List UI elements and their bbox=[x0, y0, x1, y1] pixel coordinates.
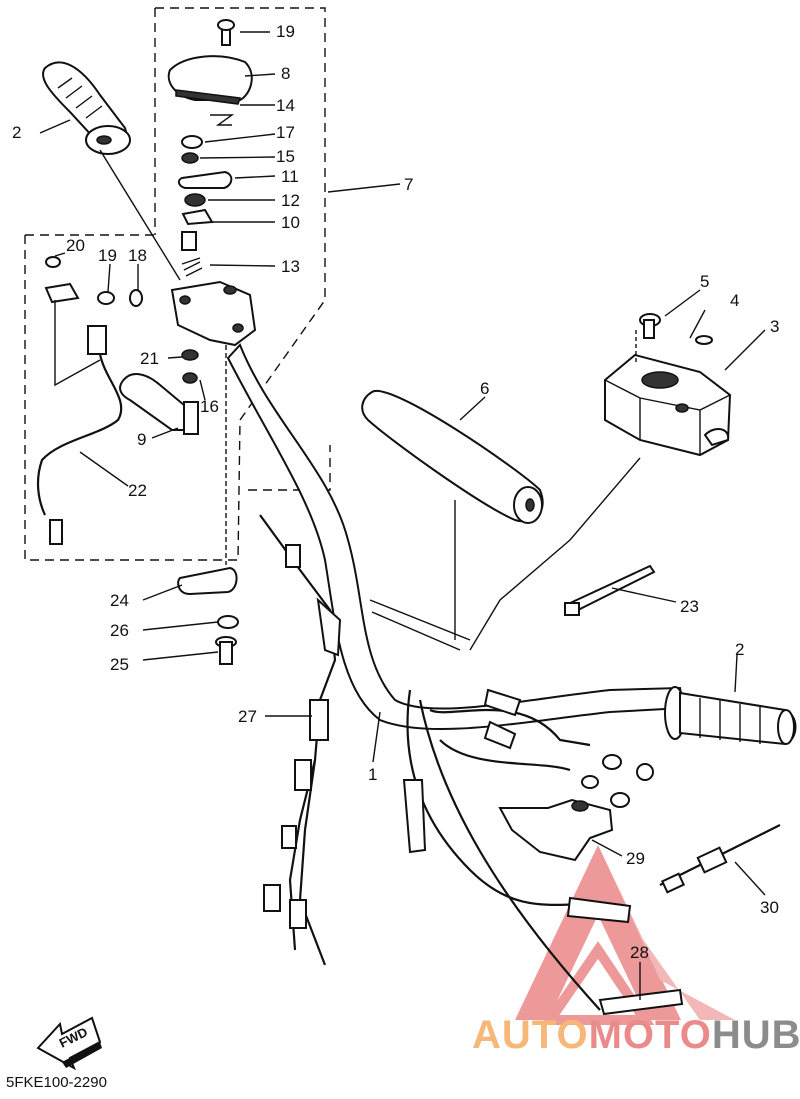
left-switch-group-outline bbox=[24, 234, 180, 561]
fwd-arrow-icon: FWD bbox=[36, 1016, 102, 1071]
throttle-group-outline bbox=[248, 445, 331, 491]
wire-30 bbox=[659, 824, 781, 894]
callout-9: 9 bbox=[137, 430, 146, 449]
callout-18: 18 bbox=[128, 246, 147, 265]
callout-1: 1 bbox=[368, 765, 377, 784]
handlebar-holder bbox=[604, 353, 732, 457]
callout-7: 7 bbox=[404, 175, 413, 194]
callout-13: 13 bbox=[281, 257, 300, 276]
callout-20: 20 bbox=[66, 236, 85, 255]
callout-17: 17 bbox=[276, 123, 295, 142]
watermark-triangle bbox=[515, 845, 735, 1025]
switch-small-parts bbox=[177, 135, 233, 277]
drawing-code: 5FKE100-2290 bbox=[6, 1074, 107, 1091]
callout-2-left: 2 bbox=[12, 123, 21, 142]
callout-23: 23 bbox=[680, 597, 699, 616]
clutch-and-wire bbox=[402, 688, 684, 1016]
lower-clamp bbox=[177, 566, 239, 665]
callout-30: 30 bbox=[760, 898, 779, 917]
throttle-assembly bbox=[259, 514, 342, 966]
callout-12: 12 bbox=[281, 191, 300, 210]
callout-15: 15 bbox=[276, 147, 295, 166]
callout-24: 24 bbox=[110, 591, 129, 610]
handlebar-pad bbox=[361, 389, 544, 524]
callout-14: 14 bbox=[276, 96, 295, 115]
callout-22: 22 bbox=[128, 481, 147, 500]
callout-28: 28 bbox=[630, 943, 649, 962]
watermark-part-auto: AUTO bbox=[472, 1013, 589, 1057]
callout-16: 16 bbox=[200, 397, 219, 416]
leader-lines bbox=[39, 31, 766, 1000]
callout-19-top: 19 bbox=[276, 22, 295, 41]
left-switch-parts bbox=[36, 256, 143, 545]
callout-11: 11 bbox=[281, 167, 299, 186]
callout-10: 10 bbox=[281, 213, 300, 232]
upper-switch-group-outline bbox=[155, 7, 326, 561]
callout-26: 26 bbox=[110, 621, 129, 640]
callout-8: 8 bbox=[281, 64, 290, 83]
left-grip bbox=[42, 61, 131, 155]
callout-25: 25 bbox=[110, 655, 129, 674]
callout-4: 4 bbox=[730, 291, 739, 310]
callout-29: 29 bbox=[626, 849, 645, 868]
callout-2-right: 2 bbox=[735, 640, 744, 659]
clutch-switch bbox=[498, 754, 654, 862]
callout-19-left: 19 bbox=[98, 246, 117, 265]
callout-3: 3 bbox=[770, 317, 779, 336]
bolt-5 bbox=[635, 313, 713, 365]
callout-6: 6 bbox=[480, 379, 489, 398]
handlebar bbox=[226, 343, 685, 731]
switch-cover bbox=[167, 19, 253, 126]
switch-body-left bbox=[170, 280, 257, 384]
watermark-part-hub: HUB bbox=[711, 1013, 800, 1057]
watermark-part-moto: MOTO bbox=[588, 1013, 712, 1057]
watermark-logo: AUTOMOTOHUB bbox=[472, 1013, 800, 1058]
callout-labels: 1 2 2 3 4 5 6 7 8 9 10 11 12 13 14 15 16… bbox=[12, 22, 779, 962]
right-grip bbox=[664, 686, 797, 746]
choke-lever bbox=[119, 373, 199, 435]
cable-tie bbox=[564, 564, 656, 616]
callout-27: 27 bbox=[238, 707, 257, 726]
callout-21: 21 bbox=[140, 349, 159, 368]
callout-5: 5 bbox=[700, 272, 709, 291]
